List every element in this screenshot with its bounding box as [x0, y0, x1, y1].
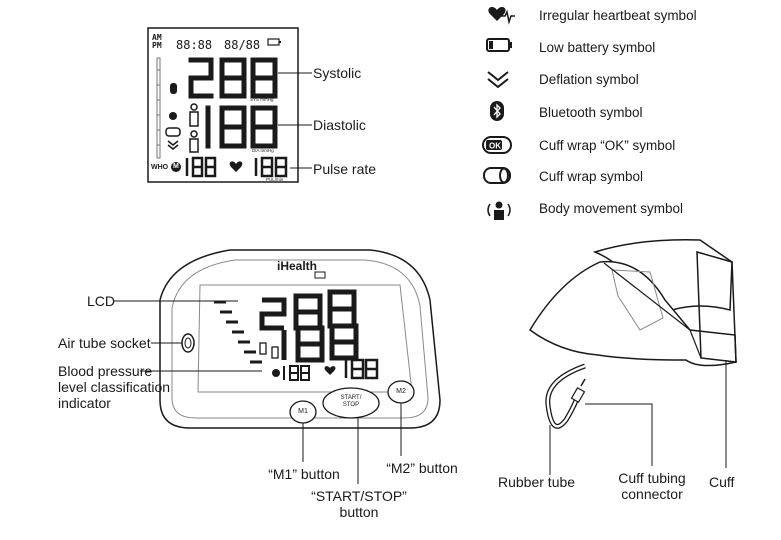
connector-leader — [585, 403, 653, 466]
brand-logo: iHealth — [277, 259, 318, 273]
lcd-pulse-digits — [254, 156, 288, 178]
lcd-heart-icon — [229, 161, 243, 172]
lcd-memory-digits — [185, 156, 217, 178]
bluetooth-icon — [490, 101, 504, 121]
cuff-ok-icon: OK — [482, 136, 512, 154]
legend-cuff-wrap: Cuff wrap symbol — [539, 169, 644, 184]
lcd-frame — [147, 27, 299, 183]
connector-shape — [570, 378, 586, 404]
device-battery-icon — [314, 271, 326, 279]
cuff-wrap-icon — [483, 167, 511, 184]
m1-button-label: “M1” button — [268, 466, 340, 482]
lcd-battery-icon — [267, 38, 281, 46]
svg-text:OK: OK — [489, 142, 501, 151]
start-stop-button[interactable]: START/ STOP — [340, 395, 362, 408]
device-memory-icon — [272, 369, 280, 377]
lcd-am: AM — [152, 33, 162, 42]
lcd-pm: PM — [152, 41, 162, 50]
lcd-pul-unit: PUL/min — [266, 177, 284, 182]
m1-button[interactable]: M1 — [298, 408, 308, 415]
legend-low-battery: Low battery symbol — [539, 40, 656, 55]
lcd-date: 88/88 — [224, 38, 261, 52]
legend-body-movement: Body movement symbol — [539, 201, 684, 216]
systolic-label: Systolic — [313, 65, 362, 81]
lcd-mem-letter: M — [173, 163, 179, 170]
lcd-level-bar — [156, 57, 161, 159]
lcd-sys-unit: SYS mmHg — [250, 97, 274, 102]
lcd-callout: LCD — [87, 293, 116, 309]
legend-irregular-heartbeat: Irregular heartbeat symbol — [539, 8, 697, 23]
deflation-icon — [487, 71, 509, 89]
lcd-bluetooth-icon — [170, 83, 177, 94]
lcd-dia-unit: DIA mmHg — [252, 148, 274, 153]
m2-button-label: “M2” button — [386, 460, 458, 476]
lcd-memory-icon — [171, 162, 181, 172]
irregular-heartbeat-icon — [488, 7, 515, 25]
device-diastolic-digits — [281, 323, 359, 363]
lcd-diastolic-digits — [205, 105, 278, 149]
low-battery-icon — [486, 38, 512, 52]
cuff-label: Cuff — [709, 474, 735, 490]
m2-button[interactable]: M2 — [396, 388, 406, 395]
device-memory-digits — [283, 365, 310, 381]
bp-indicator-label: Blood pressure level classification indi… — [58, 363, 171, 411]
rubber-tube-label: Rubber tube — [498, 474, 576, 490]
lcd-systolic-digits — [188, 57, 278, 99]
start-stop-button-shape — [322, 387, 380, 419]
device-heart-icon — [324, 366, 336, 375]
device-level-bar — [214, 300, 262, 364]
legend-deflation: Deflation symbol — [539, 72, 639, 87]
legend-bluetooth: Bluetooth symbol — [539, 105, 643, 120]
lcd-body-movement-icon — [169, 112, 177, 120]
pulse-rate-label: Pulse rate — [313, 161, 377, 177]
air-tube-socket-label: Air tube socket — [58, 335, 151, 351]
device-user-icon — [259, 342, 279, 359]
diastolic-label: Diastolic — [313, 117, 366, 133]
lcd-cuff-ok-icon — [165, 127, 181, 137]
body-movement-icon — [487, 201, 511, 220]
legend-cuff-ok: Cuff wrap “OK” symbol — [539, 138, 676, 153]
lcd-user-icon — [189, 103, 199, 153]
lcd-time: 88:88 — [176, 38, 213, 52]
start-stop-button-label: “START/STOP” button — [311, 488, 407, 520]
connector-label: Cuff tubing connector — [618, 470, 686, 502]
lcd-who: WHO — [151, 164, 169, 171]
cuff-shape — [529, 239, 737, 367]
lcd-deflation-icon — [167, 140, 179, 150]
device-pulse-digits — [344, 358, 379, 380]
